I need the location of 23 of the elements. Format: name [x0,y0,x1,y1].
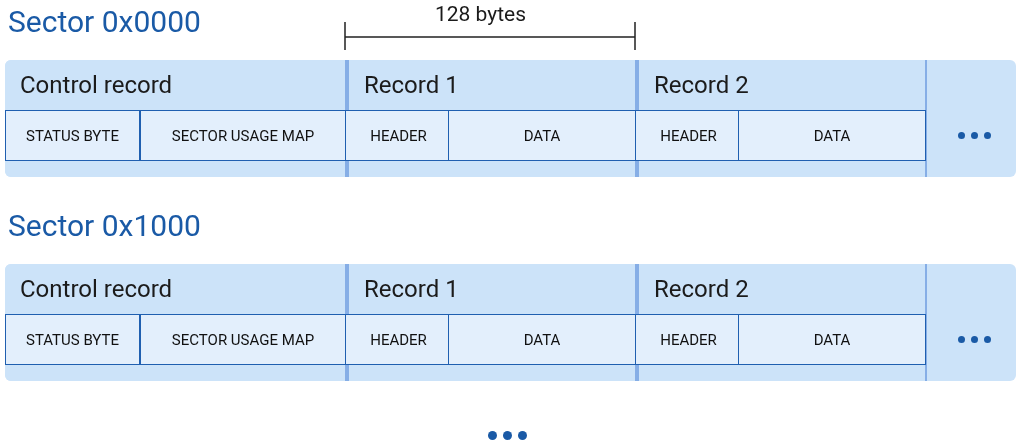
field-cell: DATA [738,110,926,161]
record-area [5,264,345,381]
record-title: Control record [20,70,173,100]
sector-title: Sector 0x1000 [8,207,201,245]
dimension-label: 128 bytes [435,1,527,28]
field-cell: STATUS BYTE [5,314,140,365]
field-cell: SECTOR USAGE MAP [140,110,346,161]
record-area [345,60,635,177]
sector-title: Sector 0x0000 [8,3,201,41]
record-area [635,60,925,177]
record-title: Record 1 [364,70,459,100]
record-area [635,264,925,381]
record-area [345,264,635,381]
field-cell: DATA [738,314,926,365]
field-cell: STATUS BYTE [5,110,140,161]
field-cell: DATA [448,110,636,161]
field-cell: SECTOR USAGE MAP [140,314,346,365]
record-title: Record 2 [654,274,749,304]
record-title: Record 1 [364,274,459,304]
record-title: Control record [20,274,173,304]
record-area [5,60,345,177]
field-cell: DATA [448,314,636,365]
record-title: Record 2 [654,70,749,100]
